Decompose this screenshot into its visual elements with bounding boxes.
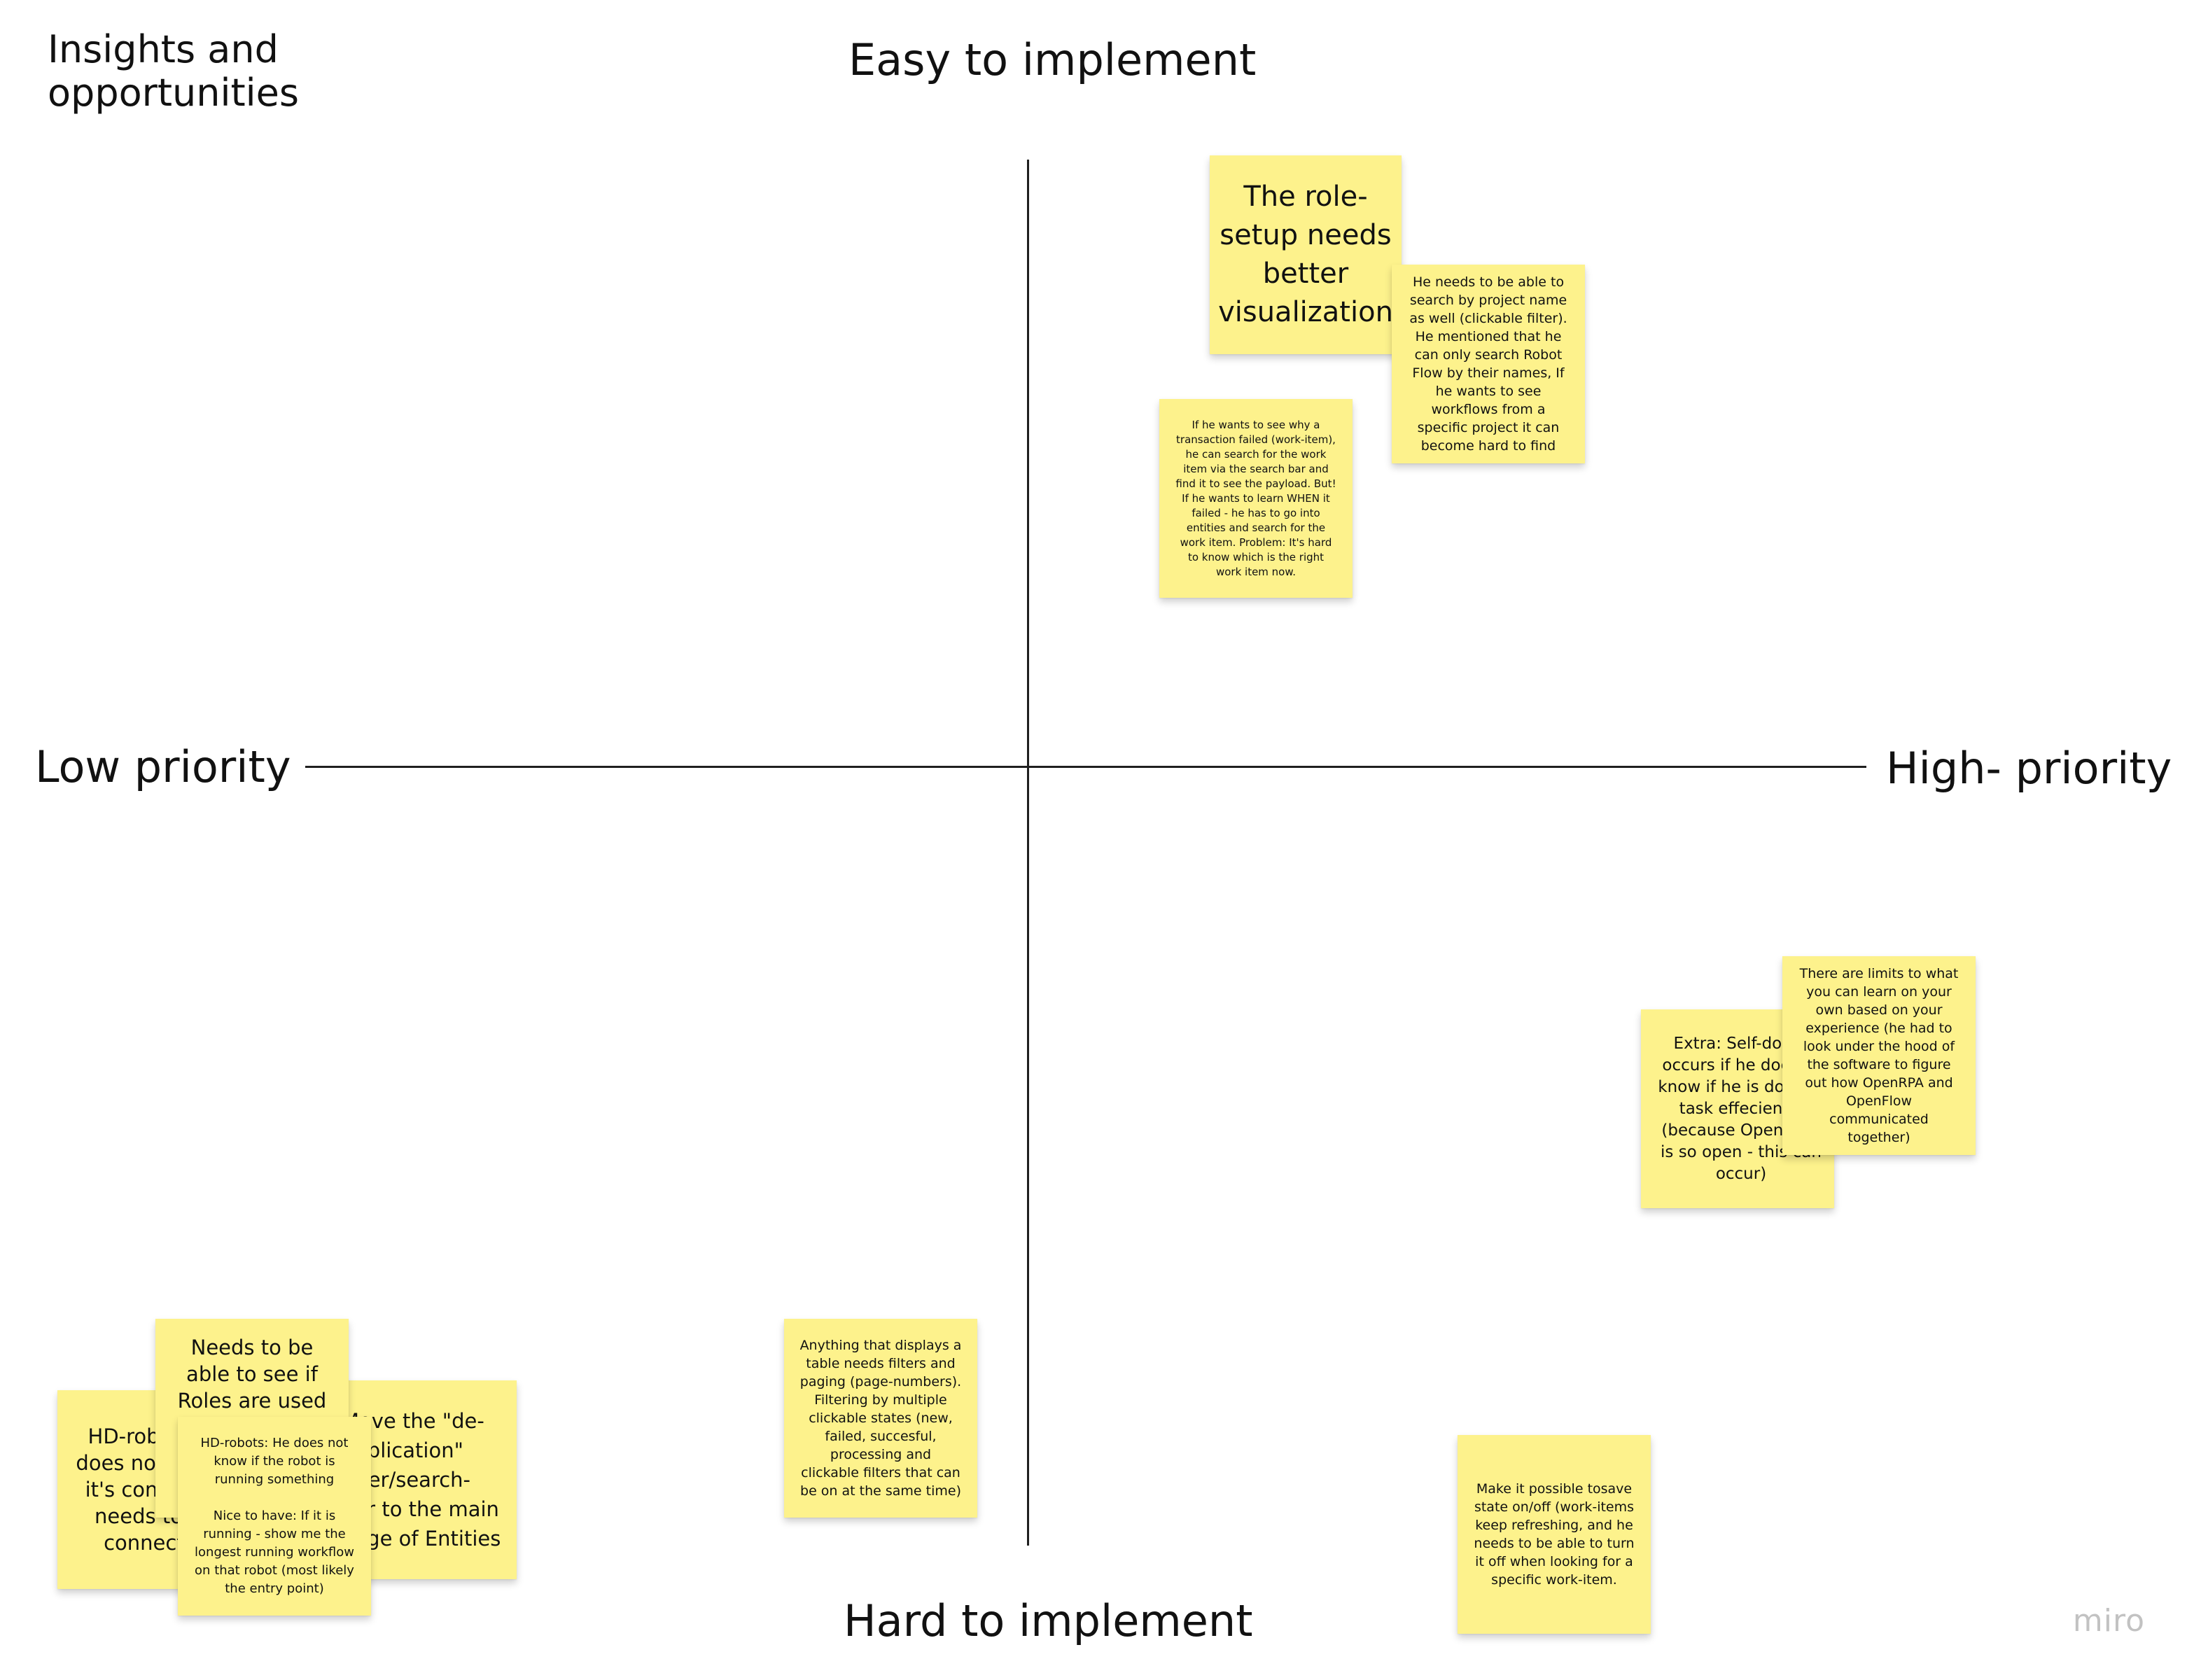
sticky-note-text: The role- setup needs better visualizati… <box>1218 181 1393 328</box>
board-title: Insights and opportunities <box>48 27 299 115</box>
sticky-note-text: Needs to be able to see if Roles are use… <box>177 1336 327 1439</box>
axis-label-easy: Easy to implement <box>848 34 1257 85</box>
sticky-note-text: He needs to be able to search by project… <box>1409 274 1567 454</box>
sticky-note-text: If he wants to see why a transaction fai… <box>1175 418 1336 578</box>
axis-label-low-priority: Low priority <box>35 741 291 792</box>
vertical-axis-line <box>1027 160 1029 1546</box>
sticky-note-save-state[interactable]: Make it possible tosave state on/off (wo… <box>1458 1435 1651 1634</box>
axis-label-hard: Hard to implement <box>844 1595 1253 1646</box>
horizontal-axis-line <box>305 766 1866 768</box>
miro-logo: miro <box>2072 1603 2145 1639</box>
sticky-note-search-project[interactable]: He needs to be able to search by project… <box>1392 265 1585 463</box>
sticky-note-table-filters[interactable]: Anything that displays a table needs fil… <box>784 1319 977 1518</box>
sticky-note-hd-robots-running[interactable]: HD-robots: He does not know if the robot… <box>178 1417 371 1616</box>
sticky-note-transaction-failed[interactable]: If he wants to see why a transaction fai… <box>1159 399 1353 598</box>
sticky-note-role-setup[interactable]: The role- setup needs better visualizati… <box>1210 155 1402 354</box>
sticky-note-text: HD-robots: He does not know if the robot… <box>195 1436 354 1596</box>
sticky-note-text: There are limits to what you can learn o… <box>1799 966 1959 1145</box>
sticky-note-learning-limits[interactable]: There are limits to what you can learn o… <box>1782 956 1976 1155</box>
sticky-note-text: Make it possible tosave state on/off (wo… <box>1474 1481 1635 1588</box>
sticky-note-text: Anything that displays a table needs fil… <box>799 1338 962 1499</box>
axis-label-high-priority: High- priority <box>1886 743 2172 794</box>
